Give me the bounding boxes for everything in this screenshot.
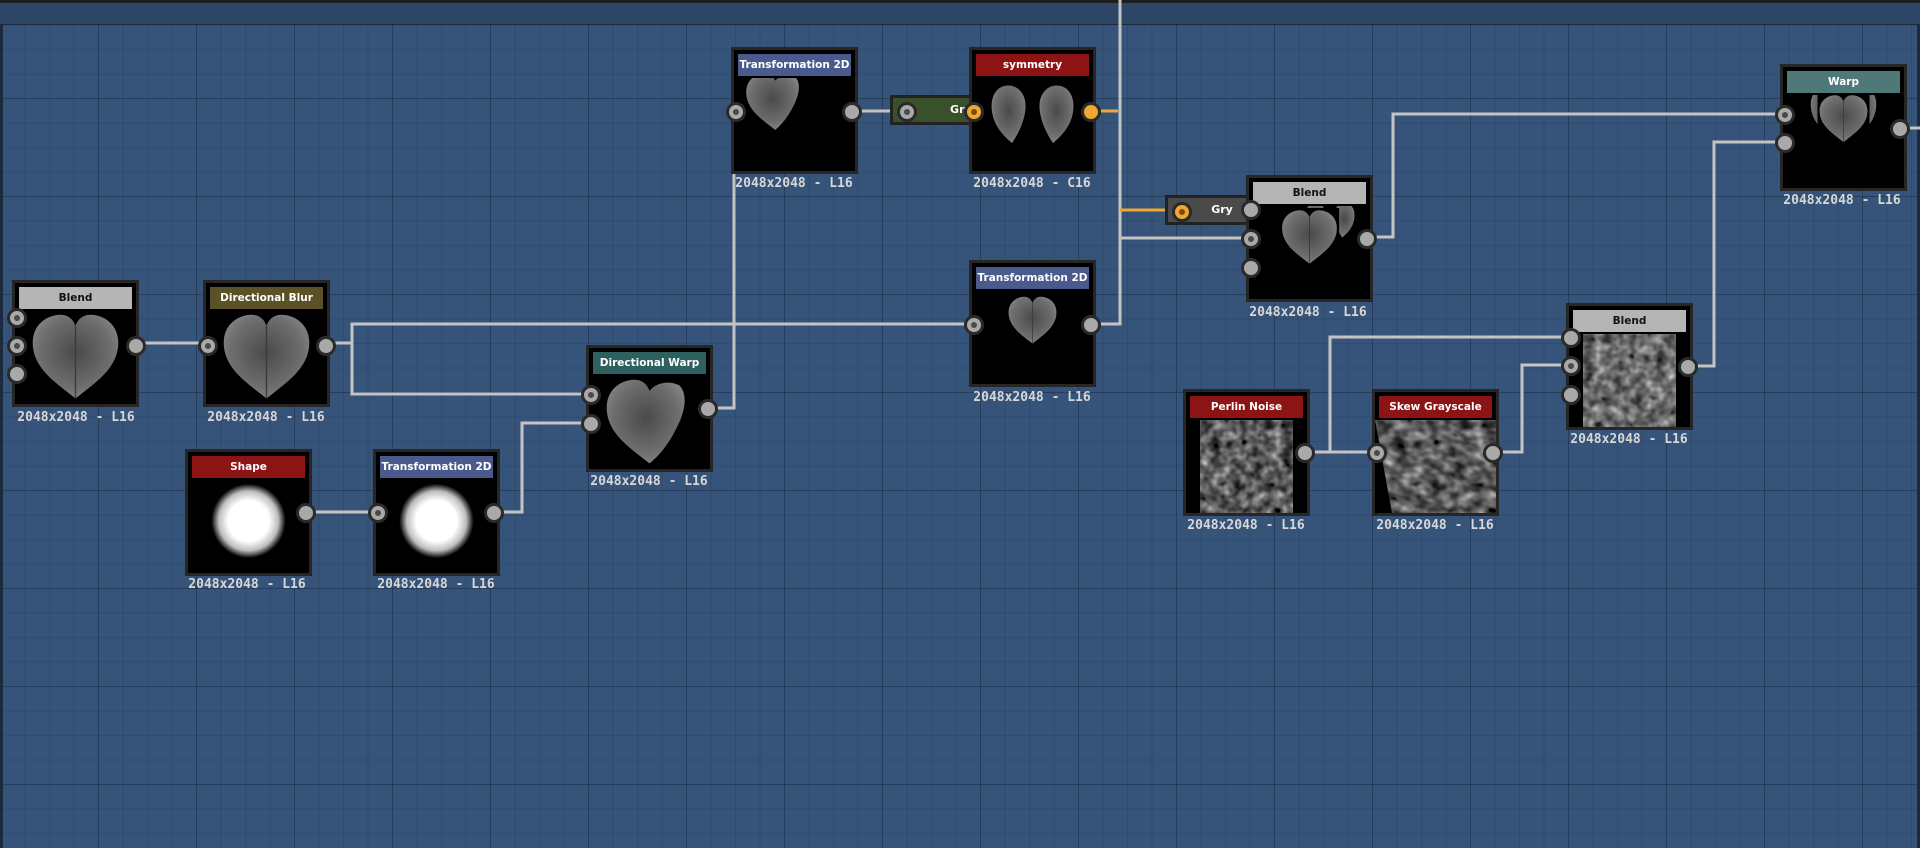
blend-1-input-port[interactable] bbox=[7, 336, 27, 356]
window-border bbox=[0, 0, 1920, 3]
blend-3-input-port[interactable] bbox=[1561, 385, 1581, 405]
blend-2-output-port[interactable] bbox=[1357, 229, 1377, 249]
node-directional-blur[interactable]: Directional Blur bbox=[203, 280, 330, 407]
transformation-2d-1-input-port[interactable] bbox=[368, 503, 388, 523]
gra-input-port[interactable] bbox=[897, 102, 917, 122]
node-transformation-2d-2[interactable]: Transformation 2D bbox=[731, 47, 858, 174]
node-skew-grayscale[interactable]: Skew Grayscale bbox=[1372, 389, 1499, 516]
node-title: Transformation 2D bbox=[380, 456, 493, 478]
node-title: Directional Warp bbox=[593, 352, 706, 374]
node-title: Directional Blur bbox=[210, 287, 323, 309]
node-resolution: 2048x2048 - L16 bbox=[1783, 193, 1901, 208]
node-directional-warp[interactable]: Directional Warp bbox=[586, 345, 713, 472]
noise-icon bbox=[1186, 420, 1307, 513]
transformation-2d-2-output-port[interactable] bbox=[842, 102, 862, 122]
node-shape[interactable]: Shape bbox=[185, 449, 312, 576]
warp-input-port[interactable] bbox=[1775, 105, 1795, 125]
node-resolution: 2048x2048 - L16 bbox=[973, 390, 1091, 405]
node-transformation-2d-1[interactable]: Transformation 2D bbox=[373, 449, 500, 576]
wire-blend-to-warp-input bbox=[1690, 140, 1785, 368]
blend-2-input-port[interactable] bbox=[1241, 258, 1261, 278]
mirrored-heart-icon bbox=[972, 78, 1093, 171]
canvas-edge-left bbox=[0, 24, 3, 848]
directional-warp-output-port[interactable] bbox=[698, 399, 718, 419]
node-title: symmetry bbox=[976, 54, 1089, 76]
node-blend-1[interactable]: Blend bbox=[12, 280, 139, 407]
node-resolution: 2048x2048 - C16 bbox=[973, 176, 1091, 191]
shape-output-port[interactable] bbox=[296, 503, 316, 523]
node-resolution: 2048x2048 - L16 bbox=[1249, 305, 1367, 320]
node-title: Transformation 2D bbox=[738, 54, 851, 76]
heart-icon bbox=[972, 291, 1093, 384]
warp-input-port[interactable] bbox=[1775, 133, 1795, 153]
heart-icon bbox=[15, 311, 136, 404]
node-transformation-2d-3[interactable]: Transformation 2D bbox=[969, 260, 1096, 387]
blend-2-input-port[interactable] bbox=[1241, 200, 1261, 220]
skew-grayscale-input-port[interactable] bbox=[1367, 443, 1387, 463]
blend-3-input-port[interactable] bbox=[1561, 356, 1581, 376]
heart-icon bbox=[1783, 95, 1904, 188]
noise-icon bbox=[1375, 420, 1496, 513]
heart-icon bbox=[1249, 206, 1370, 299]
dot-label: Gry bbox=[1211, 203, 1233, 216]
blend-2-input-port[interactable] bbox=[1241, 229, 1261, 249]
node-title: Blend bbox=[1253, 182, 1366, 204]
transformation-2d-1-output-port[interactable] bbox=[484, 503, 504, 523]
node-title: Transformation 2D bbox=[976, 267, 1089, 289]
half-heart-icon bbox=[734, 78, 855, 171]
canvas-edge-right bbox=[1917, 24, 1920, 848]
wire-directional-blur-to-transformation2d bbox=[330, 322, 975, 345]
node-resolution: 2048x2048 - L16 bbox=[1187, 518, 1305, 533]
blend-1-output-port[interactable] bbox=[126, 336, 146, 356]
directional-warp-input-port[interactable] bbox=[581, 414, 601, 434]
wire-transformation2d-to-directional-warp bbox=[496, 421, 592, 514]
directional-blur-input-port[interactable] bbox=[198, 336, 218, 356]
node-title: Blend bbox=[1573, 310, 1686, 332]
wire-directional-blur-to-directional-warp bbox=[350, 343, 592, 396]
transformation-2d-3-input-port[interactable] bbox=[964, 315, 984, 335]
node-perlin-noise[interactable]: Perlin Noise bbox=[1183, 389, 1310, 516]
transformation-2d-3-output-port[interactable] bbox=[1081, 315, 1101, 335]
directional-warp-input-port[interactable] bbox=[581, 385, 601, 405]
node-resolution: 2048x2048 - L16 bbox=[1376, 518, 1494, 533]
node-resolution: 2048x2048 - L16 bbox=[735, 176, 853, 191]
symmetry-input-port[interactable] bbox=[964, 102, 984, 122]
node-resolution: 2048x2048 - L16 bbox=[377, 577, 495, 592]
editor-topbar bbox=[0, 0, 1920, 25]
noise-icon bbox=[1569, 334, 1690, 427]
node-symmetry[interactable]: symmetry bbox=[969, 47, 1096, 174]
wire-transformation2d-to-blend bbox=[1093, 0, 1122, 326]
node-blend-3[interactable]: Blend bbox=[1566, 303, 1693, 430]
node-resolution: 2048x2048 - L16 bbox=[590, 474, 708, 489]
node-title: Warp bbox=[1787, 71, 1900, 93]
half-heart-icon bbox=[589, 376, 710, 469]
gry-input-port[interactable] bbox=[1172, 202, 1192, 222]
blend-1-input-port[interactable] bbox=[7, 308, 27, 328]
skew-grayscale-output-port[interactable] bbox=[1483, 443, 1503, 463]
node-resolution: 2048x2048 - L16 bbox=[17, 410, 135, 425]
node-resolution: 2048x2048 - L16 bbox=[1570, 432, 1688, 447]
symmetry-output-port[interactable] bbox=[1081, 102, 1101, 122]
glow-icon bbox=[188, 480, 309, 573]
node-title: Perlin Noise bbox=[1190, 396, 1303, 418]
perlin-noise-output-port[interactable] bbox=[1295, 443, 1315, 463]
heart-icon bbox=[206, 311, 327, 404]
warp-output-port[interactable] bbox=[1890, 119, 1910, 139]
node-warp[interactable]: Warp bbox=[1780, 64, 1907, 191]
node-title: Blend bbox=[19, 287, 132, 309]
node-title: Skew Grayscale bbox=[1379, 396, 1492, 418]
directional-blur-output-port[interactable] bbox=[316, 336, 336, 356]
blend-3-output-port[interactable] bbox=[1678, 357, 1698, 377]
wire-blend-to-warp bbox=[1369, 112, 1785, 239]
blend-1-input-port[interactable] bbox=[7, 364, 27, 384]
blend-3-input-port[interactable] bbox=[1561, 328, 1581, 348]
node-resolution: 2048x2048 - L16 bbox=[188, 577, 306, 592]
node-title: Shape bbox=[192, 456, 305, 478]
node-blend-2[interactable]: Blend bbox=[1246, 175, 1373, 302]
transformation-2d-2-input-port[interactable] bbox=[726, 102, 746, 122]
node-resolution: 2048x2048 - L16 bbox=[207, 410, 325, 425]
glow-icon bbox=[376, 480, 497, 573]
